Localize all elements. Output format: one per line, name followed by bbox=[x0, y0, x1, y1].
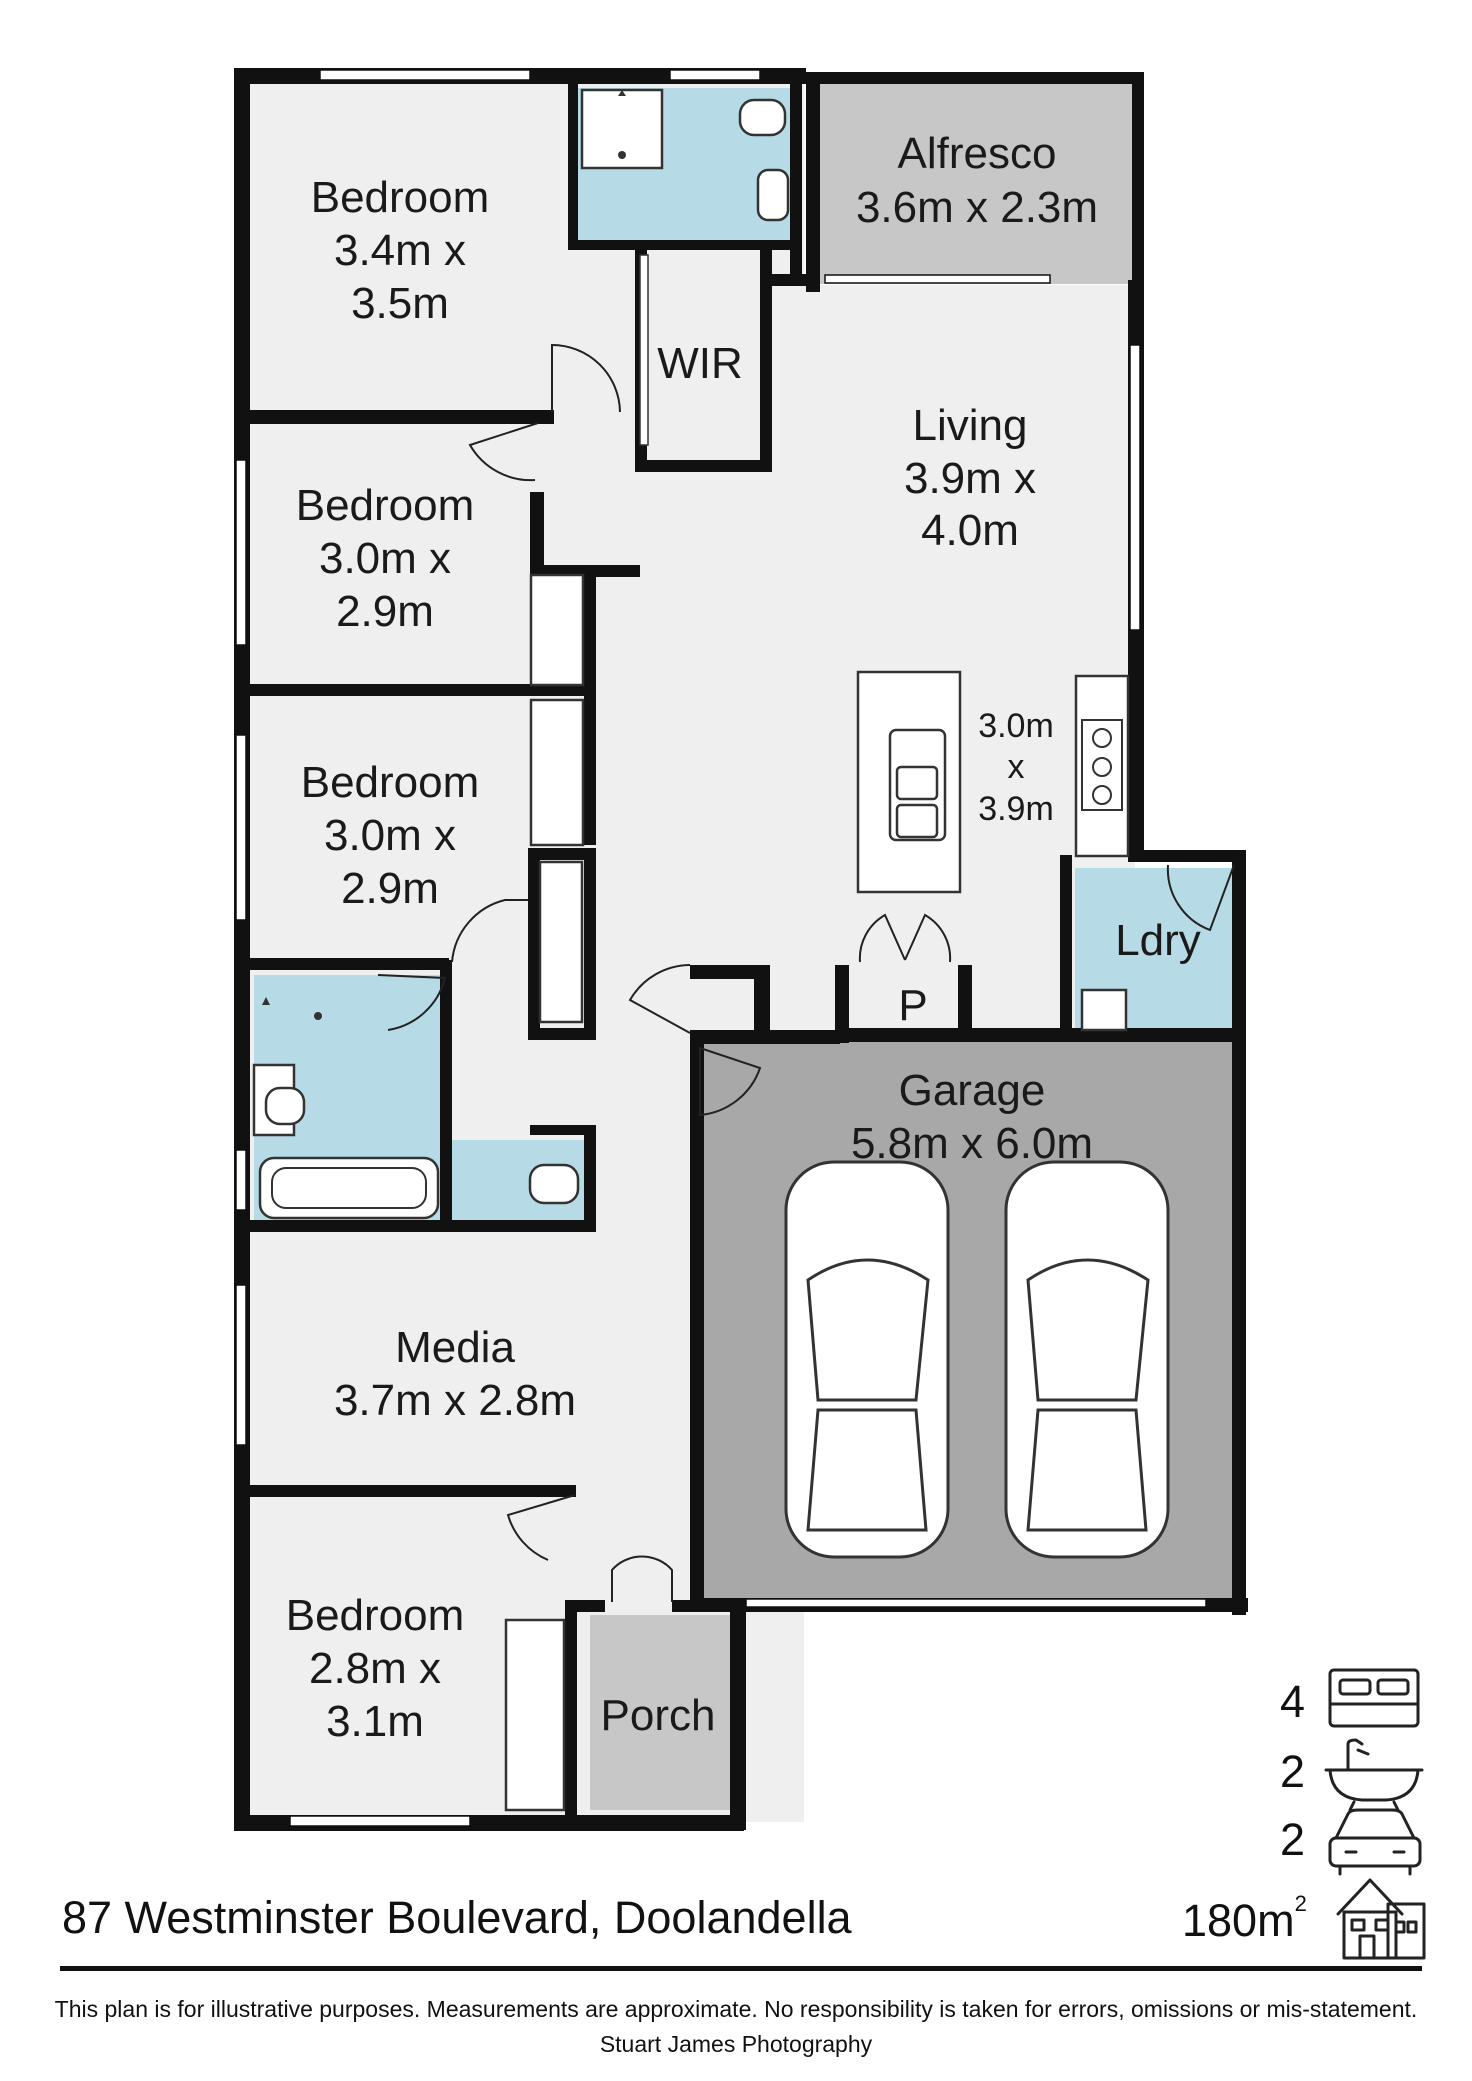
bed-icon bbox=[1328, 1668, 1420, 1728]
bedroom-4-name: Bedroom bbox=[286, 1591, 465, 1640]
bedroom-2-dims-2: 2.9m bbox=[336, 587, 434, 636]
floor-plan: Bedroom 3.4m x 3.5m WIR Alfresco 3.6m x … bbox=[234, 68, 1424, 1876]
bedroom-2-dims: 3.0m x bbox=[319, 534, 451, 583]
bedroom-2-name: Bedroom bbox=[296, 481, 475, 530]
bathroom-count: 2 bbox=[1280, 1746, 1306, 1797]
bedroom-3-name: Bedroom bbox=[301, 758, 480, 807]
footer-divider bbox=[60, 1966, 1422, 1971]
bedroom-1-dims: 3.4m x bbox=[334, 226, 466, 275]
bedroom-1-name: Bedroom bbox=[311, 173, 490, 222]
bedroom-4-dims: 2.8m x bbox=[309, 1644, 441, 1693]
car-space-count: 2 bbox=[1280, 1814, 1306, 1865]
car-icon bbox=[1328, 1808, 1422, 1876]
floor-area-value: 180m bbox=[1182, 1895, 1295, 1946]
house-icon bbox=[1336, 1878, 1426, 1960]
floor-area: 180m2 bbox=[1182, 1891, 1307, 1947]
pantry-name: P bbox=[898, 981, 927, 1030]
living-dims: 3.9m x bbox=[904, 454, 1036, 503]
living-dims-2: 4.0m bbox=[921, 506, 1019, 555]
wir-name: WIR bbox=[657, 339, 743, 388]
living-name: Living bbox=[913, 401, 1028, 450]
bedroom-count: 4 bbox=[1280, 1676, 1306, 1727]
porch-floor bbox=[590, 1615, 730, 1810]
laundry-name: Ldry bbox=[1115, 916, 1201, 965]
car-right bbox=[1004, 1160, 1170, 1559]
living-floor bbox=[590, 285, 1135, 1030]
garage-dims: 5.8m x 6.0m bbox=[851, 1119, 1093, 1168]
porch-name: Porch bbox=[601, 1691, 716, 1740]
doors bbox=[377, 343, 1235, 1602]
photographer-credit: Stuart James Photography bbox=[599, 2031, 873, 2057]
alfresco-name: Alfresco bbox=[898, 129, 1057, 178]
bedroom-3-dims-2: 2.9m bbox=[341, 864, 439, 913]
fixtures bbox=[252, 88, 1170, 1812]
bedroom-3-dims: 3.0m x bbox=[324, 811, 456, 860]
bedroom-4-dims-2: 3.1m bbox=[326, 1697, 424, 1746]
kitchen-dims-1: 3.0m bbox=[978, 707, 1054, 745]
garage-name: Garage bbox=[899, 1066, 1046, 1115]
bath-icon bbox=[1324, 1738, 1424, 1812]
alfresco-floor bbox=[818, 82, 1136, 284]
room-labels: Bedroom 3.4m x 3.5m WIR Alfresco 3.6m x … bbox=[286, 129, 1201, 1746]
kitchen-dims-3: 3.9m bbox=[978, 790, 1054, 828]
car-left bbox=[784, 1160, 950, 1559]
property-address: 87 Westminster Boulevard, Doolandella bbox=[62, 1892, 852, 1943]
floor-area-superscript: 2 bbox=[1294, 1891, 1307, 1916]
windows bbox=[235, 69, 1207, 1827]
media-dims: 3.7m x 2.8m bbox=[334, 1376, 576, 1425]
media-name: Media bbox=[395, 1323, 515, 1372]
disclaimer-text: This plan is for illustrative purposes. … bbox=[54, 1996, 1418, 2022]
kitchen-dims-2: x bbox=[1008, 748, 1025, 786]
bedroom-1-dims-2: 3.5m bbox=[351, 279, 449, 328]
alfresco-dims: 3.6m x 2.3m bbox=[856, 183, 1098, 232]
